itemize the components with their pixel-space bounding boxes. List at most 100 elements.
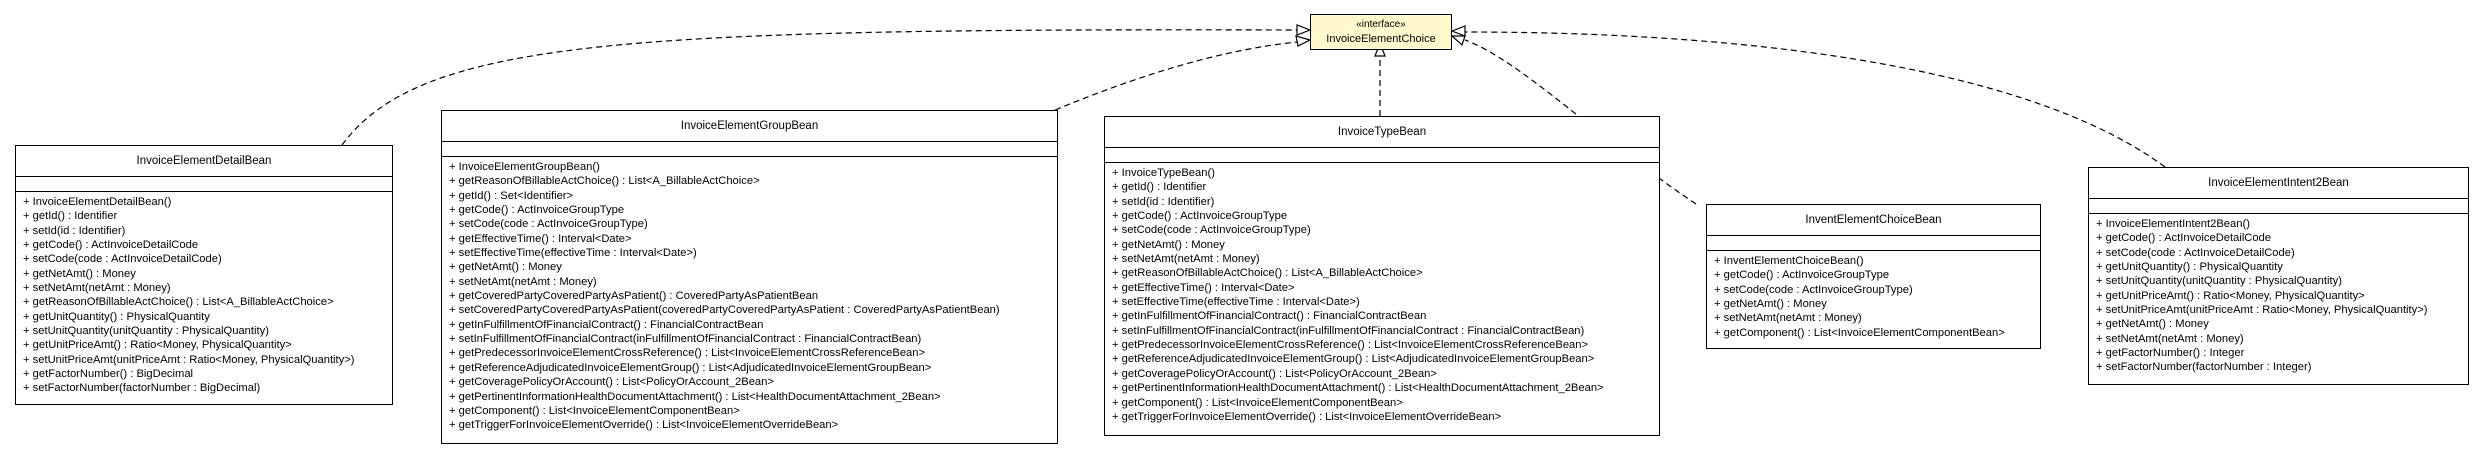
realization-choice <box>1464 39 1697 205</box>
operation: + getUnitQuantity() : PhysicalQuantity <box>2096 261 2283 274</box>
class-name: InventElementChoiceBean <box>1707 205 2040 236</box>
operation: + getId() : Set<Identifier> <box>449 189 574 202</box>
operation: + getUnitPriceAmt() : Ratio<Money, Physi… <box>23 339 292 352</box>
operation: + getCoveredPartyCoveredPartyAsPatient()… <box>449 290 819 303</box>
operation: + getTriggerForInvoiceElementOverride() … <box>449 419 839 432</box>
class-invoice-type-bean[interactable]: InvoiceTypeBean + InvoiceTypeBean() + get… <box>1104 116 1660 436</box>
operation: + setUnitQuantity(unitQuantity : Physica… <box>23 325 269 338</box>
operation: + setInFulfillmentOfFinancialContract(in… <box>1112 324 1585 337</box>
operation: + setId(id : Identifier) <box>23 224 126 237</box>
interface-name: InvoiceElementChoice <box>1326 33 1436 45</box>
operation: + getPertinentInformationHealthDocumentA… <box>1112 382 1604 395</box>
operation: + setCoveredPartyCoveredPartyAsPatient(c… <box>449 304 1000 317</box>
operation: + setUnitPriceAmt(unitPriceAmt : Ratio<M… <box>23 353 355 366</box>
operation: + getPredecessorInvoiceElementCrossRefer… <box>449 347 926 360</box>
operations-compartment: + InvoiceElementDetailBean() + getId() : … <box>16 192 392 396</box>
realization-arrowhead <box>1450 25 1466 37</box>
operation: + getEffectiveTime() : Interval<Date> <box>1112 281 1295 294</box>
operation: + setUnitQuantity(unitQuantity : Physica… <box>2096 275 2342 288</box>
class-invoice-element-group-bean[interactable]: InvoiceElementGroupBean + InvoiceElement… <box>441 110 1058 444</box>
operation: + setEffectiveTime(effectiveTime : Inter… <box>449 247 697 260</box>
operations-compartment: + InvoiceElementGroupBean() + getReasonOf… <box>442 157 1057 433</box>
operation: + getId() : Identifier <box>23 210 118 223</box>
operation: + getTriggerForInvoiceElementOverride() … <box>1112 410 1502 423</box>
operation: + getCoveragePolicyOrAccount() : List<Po… <box>1112 367 1437 380</box>
operation: + InvoiceElementGroupBean() <box>449 161 600 173</box>
operation: + getFactorNumber() : Integer <box>2096 347 2245 360</box>
operation: + setEffectiveTime(effectiveTime : Inter… <box>1112 296 1360 309</box>
operation: + getPredecessorInvoiceElementCrossRefer… <box>1112 339 1589 352</box>
operation: + getEffectiveTime() : Interval<Date> <box>449 232 632 245</box>
operation: + InvoiceElementDetailBean() <box>23 196 172 208</box>
attributes-compartment <box>16 177 392 192</box>
operation: + getReferenceAdjudicatedInvoiceElementG… <box>1112 353 1595 366</box>
operation: + InvoiceTypeBean() <box>1112 167 1215 179</box>
operation: + setId(id : Identifier) <box>1112 195 1215 208</box>
class-invoice-element-detail-bean[interactable]: InvoiceElementDetailBean + InvoiceElemen… <box>15 145 393 405</box>
attributes-compartment <box>442 142 1057 157</box>
operation: + setNetAmt(netAmt : Money) <box>1714 312 1862 325</box>
operation: + getCode() : ActInvoiceDetailCode <box>2096 232 2272 245</box>
operation: + getUnitPriceAmt() : Ratio<Money, Physi… <box>2096 289 2365 302</box>
operation: + getNetAmt() : Money <box>449 261 562 274</box>
operation: + getReasonOfBillableActChoice() : List<… <box>449 175 760 188</box>
realization-arrowhead <box>1295 35 1312 47</box>
operation: + getCode() : ActInvoiceDetailCode <box>23 239 199 252</box>
realization-detail <box>341 29 1298 146</box>
operation: + InvoiceElementIntent2Bean() <box>2096 218 2250 230</box>
operation: + getFactorNumber() : BigDecimal <box>23 368 194 381</box>
operation: + getInFulfillmentOfFinancialContract() … <box>1112 310 1427 323</box>
operation: + getNetAmt() : Money <box>1112 238 1225 251</box>
operation: + setCode(code : ActInvoiceGroupType) <box>1714 283 1913 296</box>
operation: + setCode(code : ActInvoiceGroupType) <box>1112 224 1311 237</box>
operation: + setNetAmt(netAmt : Money) <box>23 282 171 295</box>
attributes-compartment <box>1105 148 1659 163</box>
realization-arrowhead <box>1450 35 1466 47</box>
operation: + getReferenceAdjudicatedInvoiceElementG… <box>449 361 932 374</box>
operation: + getCode() : ActInvoiceGroupType <box>1112 210 1288 223</box>
operation: + getCode() : ActInvoiceGroupType <box>449 204 625 217</box>
operation: + setUnitPriceAmt(unitPriceAmt : Ratio<M… <box>2096 304 2428 317</box>
operation: + setNetAmt(netAmt : Money) <box>449 275 597 288</box>
class-name: InvoiceTypeBean <box>1105 117 1659 148</box>
class-name: InvoiceElementIntent2Bean <box>2089 168 2468 199</box>
class-invent-element-choice-bean[interactable]: InventElementChoiceBean + InventElementC… <box>1706 204 2041 349</box>
class-invoice-element-intent2-bean[interactable]: InvoiceElementIntent2Bean + InvoiceEleme… <box>2088 167 2469 385</box>
class-name: InvoiceElementGroupBean <box>442 111 1057 142</box>
operation: + getUnitQuantity() : PhysicalQuantity <box>23 310 210 323</box>
operation: + setCode(code : ActInvoiceDetailCode) <box>23 253 222 266</box>
operation: + getPertinentInformationHealthDocumentA… <box>449 390 941 403</box>
operation: + setNetAmt(netAmt : Money) <box>2096 332 2244 345</box>
operation: + InventElementChoiceBean() <box>1714 255 1864 267</box>
operation: + getComponent() : List<InvoiceElementCo… <box>1714 326 2005 339</box>
operation: + setCode(code : ActInvoiceDetailCode) <box>2096 246 2295 259</box>
operations-compartment: + InvoiceElementIntent2Bean() + getCode()… <box>2089 214 2468 375</box>
operation: + setFactorNumber(factorNumber : BigDeci… <box>23 382 261 395</box>
realization-group <box>1054 41 1298 111</box>
operation: + getReasonOfBillableActChoice() : List<… <box>23 296 334 309</box>
interface-header: «interface» InvoiceElementChoice <box>1311 15 1451 49</box>
operation: + getComponent() : List<InvoiceElementCo… <box>1112 396 1403 409</box>
operations-compartment: + InventElementChoiceBean() + getCode() :… <box>1707 251 2040 340</box>
operation: + setInFulfillmentOfFinancialContract(in… <box>449 333 922 346</box>
realization-intent <box>1464 31 2166 168</box>
operation: + getNetAmt() : Money <box>2096 318 2209 331</box>
interface-invoice-element-choice[interactable]: «interface» InvoiceElementChoice <box>1310 14 1452 50</box>
operation: + getNetAmt() : Money <box>23 267 136 280</box>
operation: + getReasonOfBillableActChoice() : List<… <box>1112 267 1423 280</box>
operation: + getId() : Identifier <box>1112 181 1207 194</box>
operation: + setFactorNumber(factorNumber : Integer… <box>2096 361 2312 374</box>
operation: + getInFulfillmentOfFinancialContract() … <box>449 318 764 331</box>
operations-compartment: + InvoiceTypeBean() + getId() : Identifie… <box>1105 163 1659 424</box>
operation: + setNetAmt(netAmt : Money) <box>1112 253 1260 266</box>
operation: + getCode() : ActInvoiceGroupType <box>1714 269 1890 282</box>
attributes-compartment <box>2089 199 2468 214</box>
realization-arrowhead <box>1296 24 1312 36</box>
operation: + setCode(code : ActInvoiceGroupType) <box>449 218 648 231</box>
interface-stereotype: «interface» <box>1356 19 1406 30</box>
class-name: InvoiceElementDetailBean <box>16 146 392 177</box>
operation: + getComponent() : List<InvoiceElementCo… <box>449 404 740 417</box>
operation: + getNetAmt() : Money <box>1714 298 1827 311</box>
attributes-compartment <box>1707 236 2040 251</box>
